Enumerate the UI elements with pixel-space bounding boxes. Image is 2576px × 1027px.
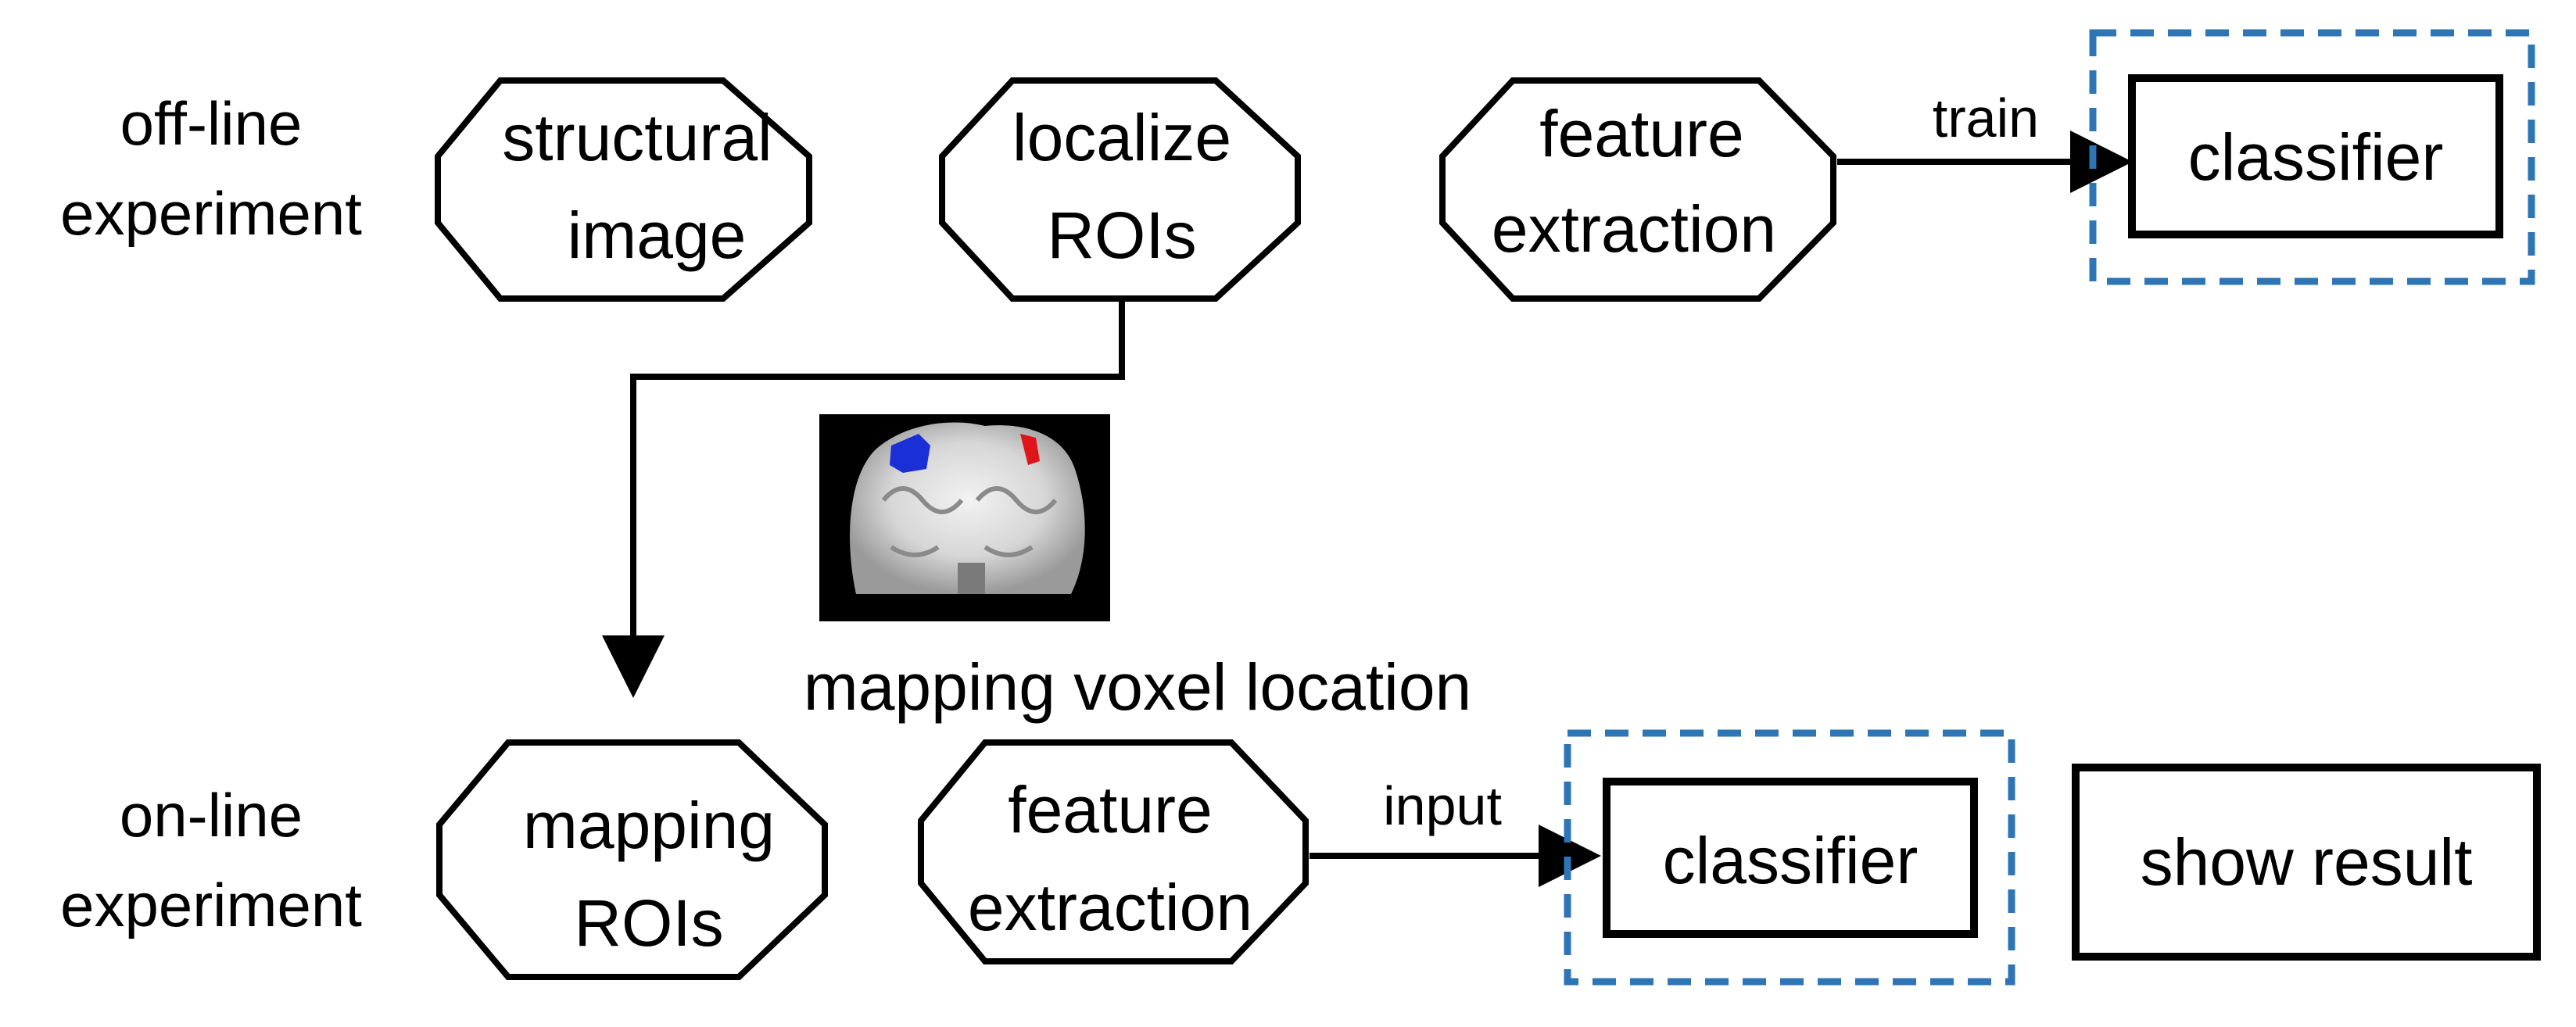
- node-mapping-rois-line1: mapping: [523, 789, 775, 862]
- node-mapping-rois-line2: ROIs: [574, 886, 723, 960]
- node-structural-image-line2: image: [568, 199, 747, 272]
- node-mapping-rois: mapping ROIs: [436, 739, 828, 980]
- node-feature-extraction-offline-line2: extraction: [1492, 192, 1776, 266]
- node-feature-extraction-offline: feature extraction: [1439, 77, 1836, 302]
- node-show-result: show result: [2072, 764, 2541, 961]
- node-classifier-offline: classifier: [2128, 74, 2503, 238]
- node-feature-extraction-online-line2: extraction: [968, 871, 1252, 944]
- offline-row-label-line2: experiment: [60, 179, 362, 248]
- edge-input-label: input: [1383, 775, 1502, 836]
- node-structural-image: structural image: [435, 77, 812, 302]
- online-row-label-line1: on-line: [120, 781, 303, 850]
- brain-mri-slice-icon: [819, 414, 1110, 621]
- online-row-label-line2: experiment: [60, 871, 362, 939]
- dashed-box-online: [1564, 729, 2015, 986]
- edge-train-label: train: [1933, 88, 2039, 149]
- node-localize-rois: localize ROIs: [939, 77, 1301, 302]
- node-classifier-online-label: classifier: [1663, 824, 1919, 897]
- node-feature-extraction-online: feature extraction: [918, 739, 1309, 964]
- node-classifier-offline-label: classifier: [2188, 120, 2444, 194]
- offline-row-label-line1: off-line: [120, 89, 303, 158]
- node-localize-rois-line2: ROIs: [1047, 199, 1196, 272]
- edge-mapping-voxel-location-label: mapping voxel location: [804, 650, 1472, 724]
- node-localize-rois-line1: localize: [1012, 101, 1231, 174]
- node-feature-extraction-online-line1: feature: [1008, 773, 1213, 846]
- edge-localize-to-mapping: [602, 301, 1125, 698]
- node-classifier-online: classifier: [1603, 778, 1978, 938]
- node-structural-image-line1: structural: [502, 101, 772, 174]
- node-feature-extraction-offline-line1: feature: [1539, 97, 1744, 170]
- node-show-result-label: show result: [2141, 825, 2473, 899]
- dashed-box-offline: [2089, 29, 2535, 285]
